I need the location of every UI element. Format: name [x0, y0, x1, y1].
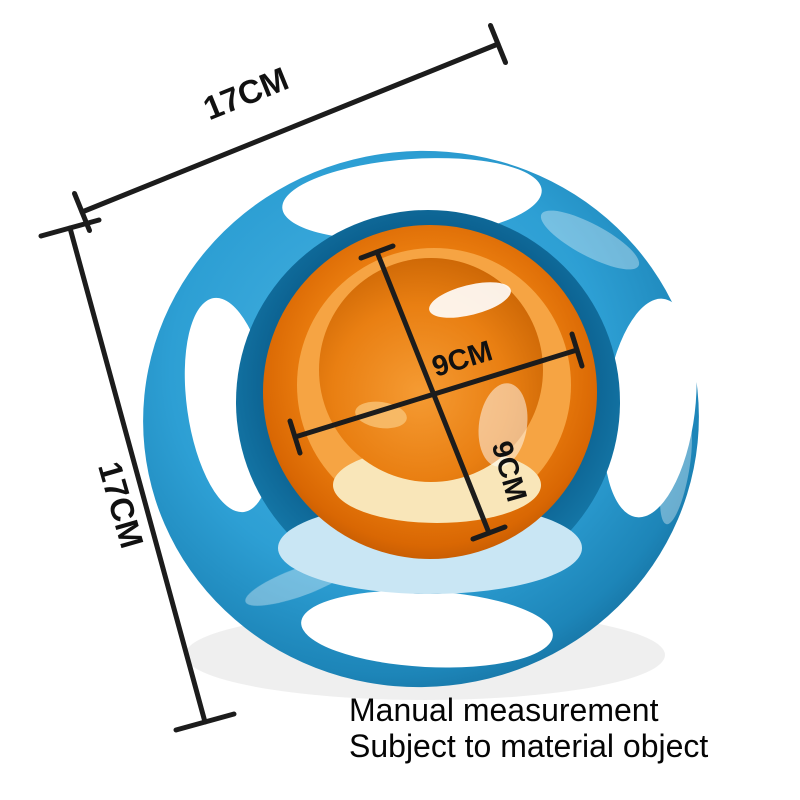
gloss-highlight: [660, 415, 692, 525]
dim-line-outer-height: [67, 225, 208, 725]
dim-tick: [470, 524, 508, 542]
caption-line2: Subject to material object: [349, 728, 708, 764]
caption-line1: Manual measurement: [349, 692, 659, 728]
dim-line-inner-depth: [374, 249, 492, 536]
dim-tick: [358, 243, 396, 261]
dim-tick: [488, 23, 508, 65]
handle-cutout-right: [603, 298, 697, 518]
dimension-lines: [38, 23, 585, 733]
interior-glare: [355, 282, 528, 467]
glare-highlight: [478, 383, 528, 467]
dim-tick: [173, 711, 237, 733]
handle-cutout-bottom: [301, 590, 553, 668]
glare-highlight: [429, 282, 511, 318]
dim-line-outer-width: [79, 41, 501, 215]
gloss-highlight: [540, 210, 640, 270]
dim-tick: [287, 418, 303, 456]
dim-tick: [569, 331, 585, 369]
label-outer-height: 17CM: [91, 457, 151, 552]
dim-tick: [38, 217, 102, 239]
label-outer-width: 17CM: [198, 60, 293, 127]
